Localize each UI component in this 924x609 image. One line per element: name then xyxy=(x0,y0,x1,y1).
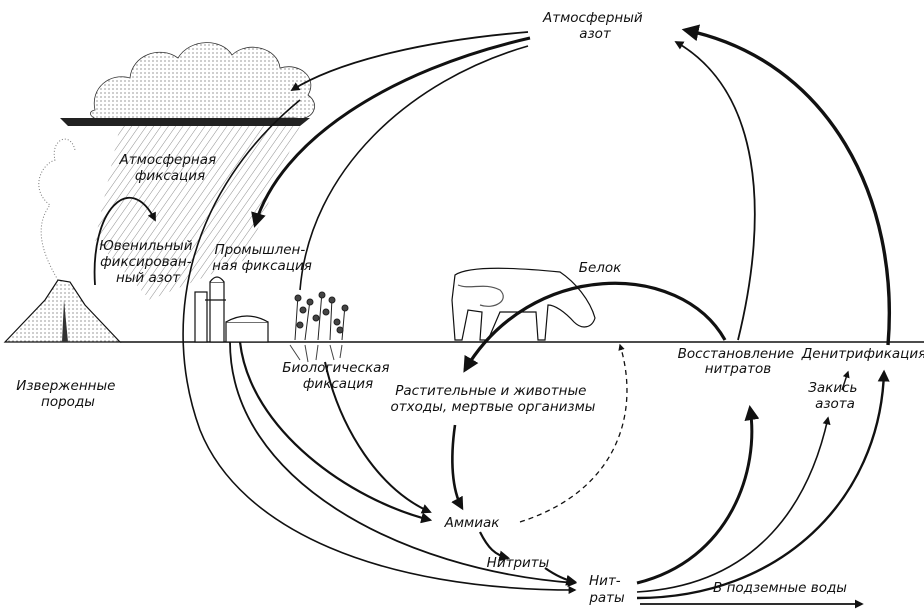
volcano-icon xyxy=(3,138,122,343)
label-ammonia: Аммиак xyxy=(444,515,501,531)
label-groundwater: В подземные воды xyxy=(713,580,847,596)
label-nitrites: Нитриты xyxy=(487,555,550,571)
label-juvenile-nitrogen: Ювенильный фиксирован- ный азот xyxy=(99,238,197,286)
label-denitrification: Денитрификация xyxy=(801,346,924,362)
label-industrial-fixation: Промышлен- ная фиксация xyxy=(212,242,312,274)
label-atmospheric-fixation: Атмосферная фиксация xyxy=(119,152,221,184)
label-atmospheric-nitrogen: Атмосферный азот xyxy=(542,10,647,42)
label-nitrates: Нит- раты xyxy=(588,573,625,606)
factory-icon xyxy=(194,276,269,343)
label-nitrous-oxide: Закись азота xyxy=(808,380,862,412)
label-protein: Белок xyxy=(579,260,622,276)
cloud-icon xyxy=(60,42,315,126)
cow-icon xyxy=(451,267,596,341)
rain-icon xyxy=(95,126,300,300)
label-waste: Растительные и животные отходы, мертвые … xyxy=(391,383,596,415)
plants-icon xyxy=(289,291,349,363)
label-nitrate-reduction: Восстановление нитратов xyxy=(678,346,799,377)
arrows xyxy=(93,24,891,609)
label-biological-fixation: Биологическая фиксация xyxy=(282,360,394,392)
label-igneous-rocks: Изверженные породы xyxy=(16,378,120,410)
